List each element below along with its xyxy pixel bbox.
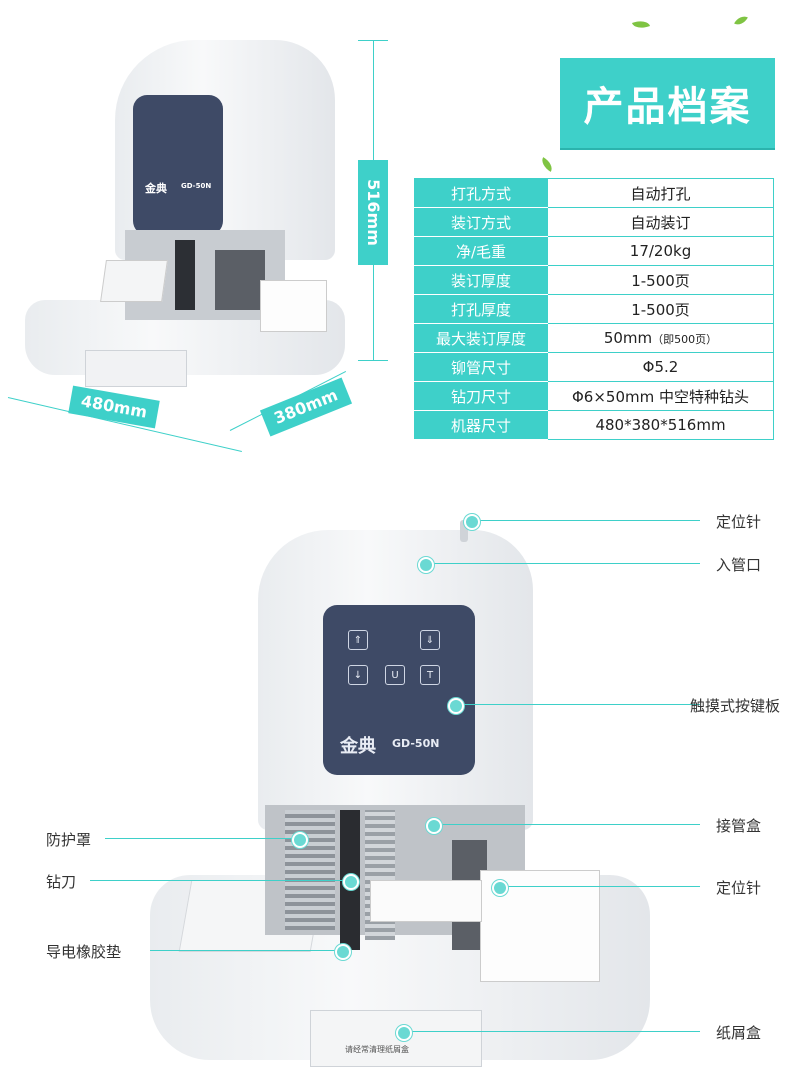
leaf-decoration — [734, 13, 748, 28]
callout-dot — [492, 880, 508, 896]
tube-key-icon: T — [420, 665, 440, 685]
bind-key-icon: U — [385, 665, 405, 685]
callout-dot — [396, 1025, 412, 1041]
machine-top-image: 金典 GD-50N — [15, 30, 355, 410]
drawer-label: 请经常清理纸屑盒 — [345, 1045, 409, 1054]
leaf-decoration — [538, 157, 556, 172]
machine-model: GD-50N — [392, 737, 440, 750]
machine-top-brand: 金典 — [145, 182, 167, 195]
table-row: 装订方式自动装订 — [414, 207, 774, 237]
callout-drill-bit: 钻刀 — [46, 873, 77, 891]
machine-top-model: GD-50N — [181, 182, 212, 190]
callout-scrap-box: 纸屑盒 — [716, 1024, 762, 1042]
up-key-icon: ⇑ — [348, 630, 368, 650]
table-row: 打孔方式自动打孔 — [414, 178, 774, 208]
machine-brand: 金典 — [340, 736, 376, 757]
callout-dot — [448, 698, 464, 714]
callout-dot — [418, 557, 434, 573]
callout-tube-box: 接管盒 — [716, 817, 762, 835]
page-title: 产品档案 — [560, 58, 775, 148]
callout-rubber-pad: 导电橡胶垫 — [46, 943, 122, 961]
down-key-icon: ⇓ — [420, 630, 440, 650]
callout-dot — [335, 944, 351, 960]
callout-dot — [292, 832, 308, 848]
callout-guard: 防护罩 — [46, 831, 92, 849]
callout-locating-pin-bottom: 定位针 — [716, 879, 762, 897]
callout-touch-panel: 触摸式按键板 — [690, 697, 781, 715]
machine-main-image: 请经常清理纸屑盒 ⇑ ⇓ ↓ U T 金典 GD-50N — [140, 520, 670, 1080]
callout-locating-pin-top: 定位针 — [716, 513, 762, 531]
punch-key-icon: ↓ — [348, 665, 368, 685]
callout-dot — [464, 514, 480, 530]
callout-dot — [343, 874, 359, 890]
leaf-decoration — [631, 17, 651, 32]
height-label: 516mm — [358, 160, 388, 265]
callout-tube-inlet: 入管口 — [716, 556, 762, 574]
callout-dot — [426, 818, 442, 834]
